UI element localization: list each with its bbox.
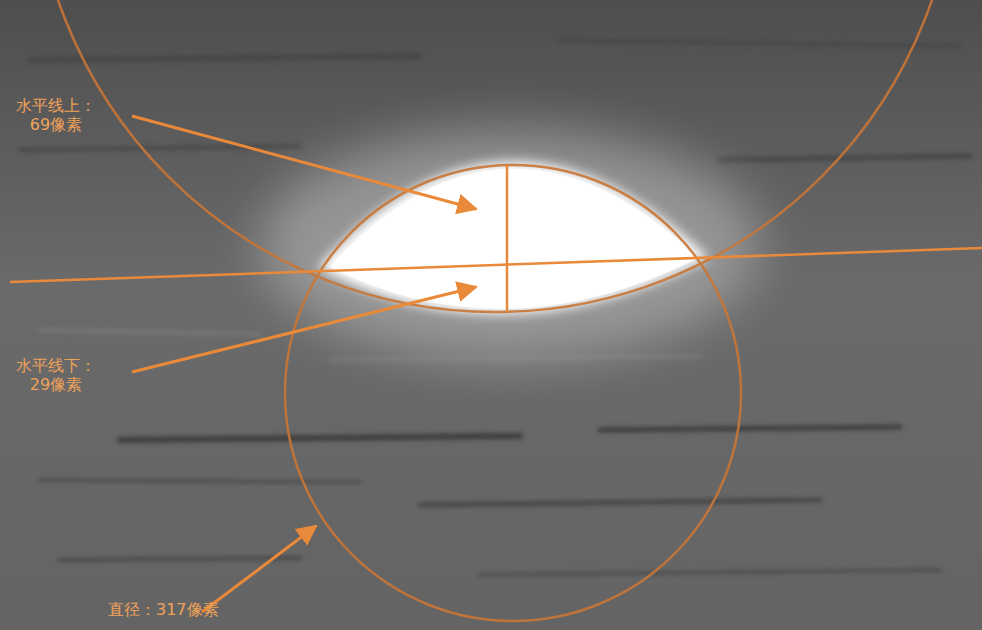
leader-arrow bbox=[132, 287, 476, 372]
measure-label: 水平线上： 69像素 bbox=[10, 96, 102, 134]
fit-circle-lower bbox=[285, 165, 741, 621]
sun-disc bbox=[318, 161, 708, 314]
measure-label: 水平线下： 29像素 bbox=[10, 356, 102, 394]
diameter-label: 直径：317像素 bbox=[108, 600, 219, 619]
leader-arrow bbox=[132, 116, 476, 209]
horizon-line bbox=[10, 248, 982, 282]
height-line bbox=[506, 165, 509, 312]
water-streaks bbox=[20, 40, 970, 575]
leader-arrow bbox=[202, 526, 316, 612]
